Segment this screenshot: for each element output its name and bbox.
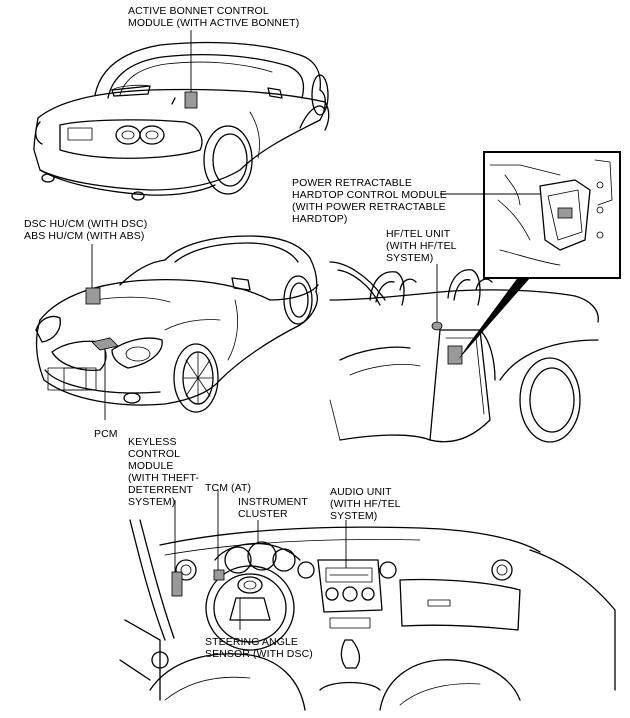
cabin-car-illustration: [329, 261, 599, 443]
label-steering-angle-sensor: STEERING ANGLE SENSOR (WITH DSC): [205, 636, 313, 660]
inset-detail: [440, 151, 621, 279]
label-power-retractable-hardtop-control-module: POWER RETRACTABLE HARDTOP CONTROL MODULE…: [292, 177, 447, 225]
label-pcm: PCM: [94, 428, 118, 440]
label-hf-tel-unit: HF/TEL UNIT (WITH HF/TEL SYSTEM): [386, 228, 457, 264]
label-audio-unit: AUDIO UNIT (WITH HF/TEL SYSTEM): [330, 486, 401, 522]
label-active-bonnet-control-module: ACTIVE BONNET CONTROL MODULE (WITH ACTIV…: [128, 5, 300, 29]
label-dsc-abs-hu-cm: DSC HU/CM (WITH DSC) ABS HU/CM (WITH ABS…: [24, 218, 148, 242]
dashboard-illustration: [119, 490, 616, 711]
front-car-illustration: [35, 235, 319, 420]
label-keyless-control-module: KEYLESS CONTROL MODULE (WITH THEFT- DETE…: [128, 436, 199, 508]
label-tcm: TCM (AT): [205, 482, 252, 494]
label-instrument-cluster: INSTRUMENT CLUSTER: [238, 496, 308, 520]
top-car-illustration: [33, 30, 330, 201]
